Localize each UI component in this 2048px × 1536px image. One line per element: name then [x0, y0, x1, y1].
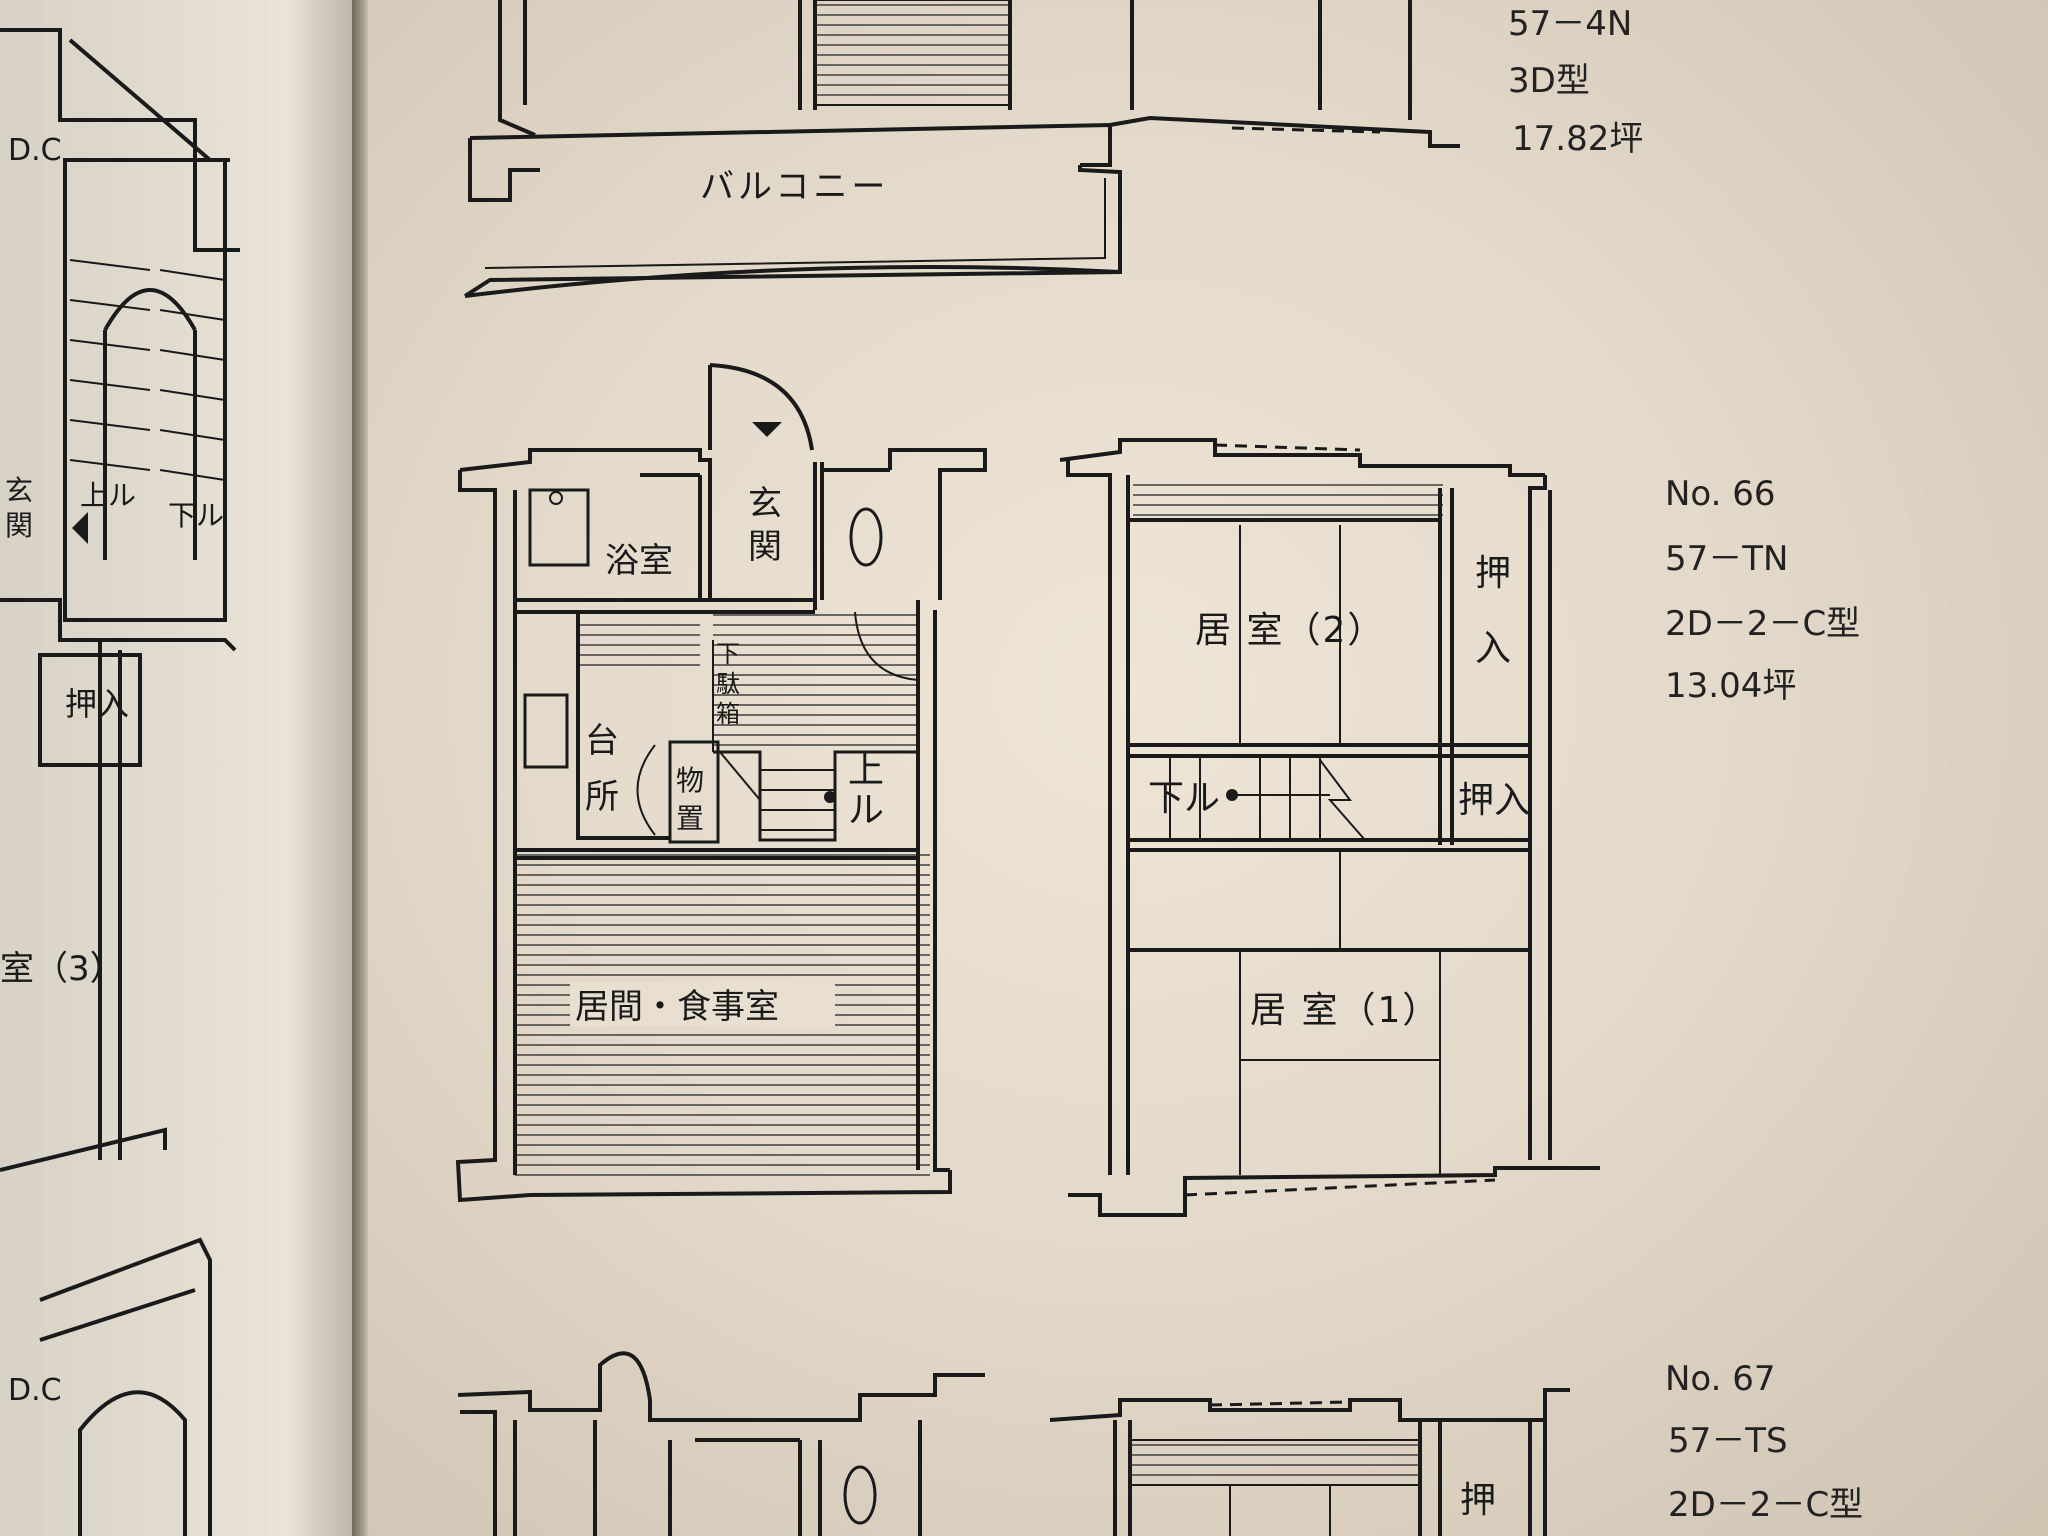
no67-code: 57－TS [1668, 1421, 1788, 1461]
no66-type: 2D－2－C型 [1665, 604, 1860, 644]
left-page-labels: D.C 上ル 下ル 玄 関 押入 室（3） D.C [0, 133, 224, 1408]
no67-plan [457, 1351, 1570, 1536]
right-page [368, 0, 2048, 1536]
closet-top-label-1: 押 [1475, 553, 1511, 594]
no67-number: No. 67 [1665, 1359, 1776, 1399]
entry-arrow-icon [752, 422, 782, 437]
hall-floor-hatch [713, 612, 918, 752]
entrance-label-top: 玄 [748, 484, 782, 524]
dc-label-top: D.C [8, 133, 62, 168]
top-unit-code: 57－4N [1508, 4, 1632, 44]
storage-label-bottom: 置 [676, 802, 704, 835]
kitchen-counter-hatch [580, 620, 700, 672]
no66-caption: No. 66 57－TN 2D－2－C型 13.04坪 [1665, 474, 1860, 706]
no66-upper-floor: 居 室（2） 押 入 下ル 押入 居 室（1） [1059, 438, 1600, 1217]
kitchen-label-top: 台 [585, 721, 619, 761]
room1-label: 居 室（1） [1250, 990, 1440, 1031]
no66-number: No. 66 [1665, 474, 1776, 514]
shoe-box-label-3: 箱 [716, 700, 740, 728]
kitchen-label-bottom: 所 [585, 777, 619, 817]
no66-code: 57－TN [1665, 539, 1788, 579]
book-gutter [352, 0, 370, 1536]
up-stairs-label-bottom: ル [848, 790, 884, 831]
no66-ground-floor: 浴室 玄 関 台 所 物 置 下 駄 箱 上 ル 居間・食事室 [455, 363, 987, 1203]
top-unit-type: 3D型 [1508, 61, 1590, 101]
down-stairs-label: 下ル [168, 499, 224, 532]
entrance-label-1: 玄 [5, 474, 33, 507]
living-dining-label: 居間・食事室 [575, 987, 779, 1027]
shoe-box-label-2: 駄 [716, 670, 740, 698]
no67-caption: No. 67 57－TS 2D－2－C型 [1665, 1359, 1863, 1525]
entry-arrow-icon [72, 512, 88, 544]
left-page [0, 0, 360, 1536]
left-page-plan [0, 28, 240, 1536]
top-unit-area: 17.82坪 [1512, 119, 1643, 159]
down-stairs-label: 下ル [1148, 778, 1220, 819]
balcony-label: バルコニー [700, 167, 889, 207]
shoe-box-label-1: 下 [716, 640, 740, 668]
entrance-label-2: 関 [5, 509, 33, 542]
upper-corridor-hatch [1133, 478, 1443, 520]
top-unit-plan [463, 0, 1460, 298]
room2-label: 居 室（2） [1195, 610, 1385, 651]
closet-label: 押入 [65, 685, 129, 723]
closet-top-label-2: 入 [1475, 628, 1511, 669]
bath-label: 浴室 [605, 541, 673, 581]
up-stairs-label: 上ル [80, 479, 136, 512]
no66-area: 13.04坪 [1665, 666, 1796, 706]
no67-type: 2D－2－C型 [1668, 1485, 1863, 1525]
closet-mid-label: 押入 [1458, 780, 1530, 821]
living-label-bg [570, 982, 835, 1026]
entrance-label-bottom: 関 [748, 527, 782, 567]
up-stairs-label-top: 上 [848, 750, 884, 791]
dc-label-bottom: D.C [8, 1373, 62, 1408]
no67-closet-label: 押 [1460, 1480, 1496, 1521]
room3-label: 室（3） [0, 949, 124, 989]
storage-label-top: 物 [676, 764, 704, 797]
